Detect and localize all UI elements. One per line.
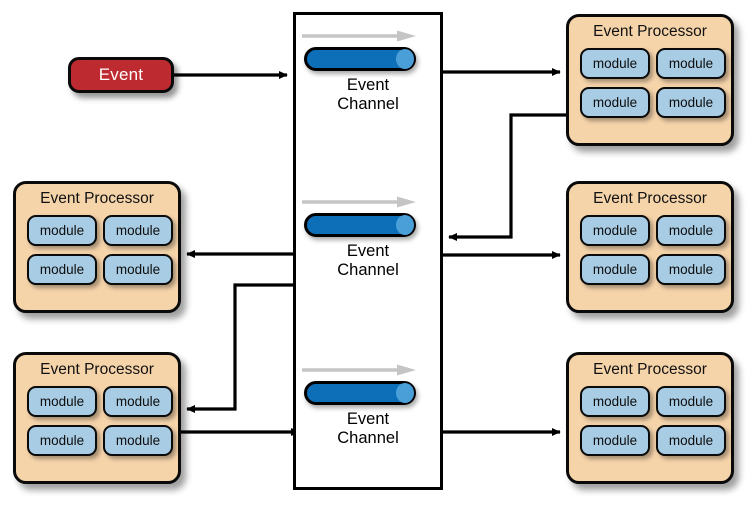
module-box[interactable]: module [580, 48, 650, 79]
processor-bottom-left[interactable]: Event Processor module module module mod… [13, 352, 181, 484]
queue-cylinder-cap [396, 383, 414, 403]
module-box[interactable]: module [656, 87, 726, 118]
module-box[interactable]: module [580, 425, 650, 456]
module-box[interactable]: module [580, 386, 650, 417]
module-box[interactable]: module [656, 254, 726, 285]
module-box[interactable]: module [27, 425, 97, 456]
module-box[interactable]: module [103, 386, 173, 417]
queue-cylinder-cap [396, 49, 414, 69]
wire-top-right-to-channel2 [448, 113, 566, 242]
flow-arrow-icon [302, 30, 416, 42]
processor-bottom-right[interactable]: Event Processor module module module mod… [566, 352, 734, 484]
channel-label-line1: Event [346, 76, 390, 94]
wire-channel3-to-bottom-left [186, 283, 293, 414]
module-box[interactable]: module [656, 48, 726, 79]
event-channel-2-label: Event Channel [293, 242, 443, 280]
module-box[interactable]: module [656, 215, 726, 246]
event-channel-3-label: Event Channel [293, 410, 443, 448]
flow-arrow-icon [302, 196, 416, 208]
event-channel-container [293, 12, 443, 490]
processor-mid-left[interactable]: Event Processor module module module mod… [13, 181, 181, 313]
queue-cylinder-icon [304, 213, 416, 237]
channel-label-line1: Event [346, 242, 390, 260]
event-label: Event [98, 65, 144, 84]
event-node[interactable]: Event [68, 57, 174, 93]
processor-title: Event Processor [593, 190, 707, 207]
processor-title: Event Processor [40, 361, 154, 378]
flow-arrow-icon [302, 364, 416, 376]
module-box[interactable]: module [103, 254, 173, 285]
module-grid: module module module module [27, 386, 173, 456]
processor-title: Event Processor [593, 23, 707, 40]
channel-label-line2: Channel [337, 429, 399, 447]
processor-mid-right[interactable]: Event Processor module module module mod… [566, 181, 734, 313]
module-box[interactable]: module [27, 386, 97, 417]
module-box[interactable]: module [27, 254, 97, 285]
queue-cylinder-icon [304, 381, 416, 405]
module-box[interactable]: module [656, 386, 726, 417]
module-box[interactable]: module [580, 215, 650, 246]
processor-top-right[interactable]: Event Processor module module module mod… [566, 14, 734, 146]
processor-title: Event Processor [593, 361, 707, 378]
channel-label-line2: Channel [337, 261, 399, 279]
processor-title: Event Processor [40, 190, 154, 207]
module-grid: module module module module [580, 386, 726, 456]
channel-label-line1: Event [346, 410, 390, 428]
module-box[interactable]: module [103, 215, 173, 246]
module-grid: module module module module [27, 215, 173, 285]
module-box[interactable]: module [580, 87, 650, 118]
module-grid: module module module module [580, 48, 726, 118]
channel-label-line2: Channel [337, 95, 399, 113]
event-channel-1-label: Event Channel [293, 76, 443, 114]
module-box[interactable]: module [27, 215, 97, 246]
module-box[interactable]: module [580, 254, 650, 285]
queue-cylinder-cap [396, 215, 414, 235]
module-box[interactable]: module [656, 425, 726, 456]
module-grid: module module module module [580, 215, 726, 285]
module-box[interactable]: module [103, 425, 173, 456]
queue-cylinder-icon [304, 47, 416, 71]
